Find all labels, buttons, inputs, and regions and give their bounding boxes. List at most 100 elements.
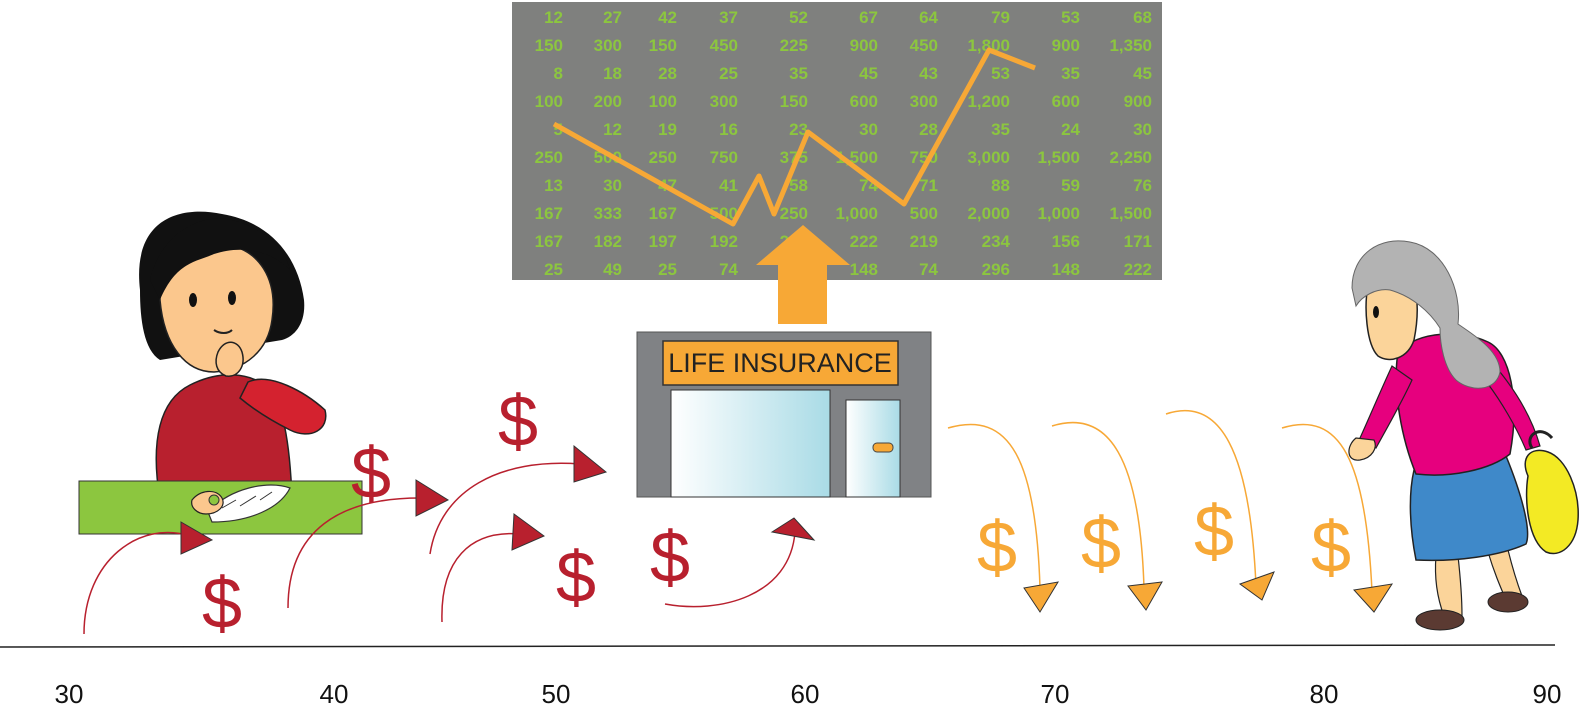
board-cell: 13 [544, 176, 563, 195]
payout-arrowheads [1023, 571, 1394, 613]
age-tick-40: 40 [320, 679, 349, 709]
board-cell: 171 [1124, 232, 1152, 251]
dollar-sign: $ [351, 434, 391, 514]
board-cell: 1,800 [967, 36, 1010, 55]
board-cell: 300 [710, 92, 738, 111]
arrowhead [1023, 581, 1059, 613]
window [670, 389, 831, 498]
board-cell: 1,350 [1109, 36, 1152, 55]
board-cell: 28 [919, 120, 938, 139]
board-cell: 1,200 [967, 92, 1010, 111]
board-cell: 1,000 [1037, 204, 1080, 223]
dollar-sign: $ [1081, 504, 1121, 584]
age-tick-50: 50 [542, 679, 571, 709]
dollar-sign: $ [1311, 508, 1351, 588]
board-cell: 45 [859, 64, 878, 83]
board-cell: 197 [649, 232, 677, 251]
board-cell: 52 [789, 8, 808, 27]
board-cell: 150 [780, 92, 808, 111]
senior-woman-icon [1348, 240, 1579, 631]
board-cell: 167 [535, 204, 563, 223]
dollar-sign: $ [1194, 492, 1234, 572]
premium-arc [83, 531, 191, 635]
board-cell: 225 [780, 36, 808, 55]
board-cell: 58 [789, 176, 808, 195]
board-cell: 35 [991, 120, 1010, 139]
board-background [512, 2, 1162, 280]
timeline-axis [0, 644, 1556, 648]
board-cell: 30 [859, 120, 878, 139]
board-cell: 182 [594, 232, 622, 251]
board-cell: 167 [535, 232, 563, 251]
board-cell: 192 [710, 232, 738, 251]
board-cell: 74 [719, 260, 738, 279]
board-cell: 67 [859, 8, 878, 27]
dollar-sign: $ [202, 564, 242, 644]
dollar-sign: $ [650, 518, 690, 598]
arrowhead [511, 513, 545, 551]
dollar-sign: $ [498, 382, 538, 462]
age-tick-80: 80 [1310, 679, 1339, 709]
payout-arc [1051, 421, 1145, 589]
board-cell: 450 [710, 36, 738, 55]
board-cell: 12 [544, 8, 563, 27]
board-cell: 300 [594, 36, 622, 55]
board-cell: 16 [719, 120, 738, 139]
board-cell: 200 [594, 92, 622, 111]
board-cell: 1,500 [1109, 204, 1152, 223]
board-cell: 900 [850, 36, 878, 55]
board-cell: 30 [603, 176, 622, 195]
board-cell: 71 [919, 176, 938, 195]
premium-arrowheads [180, 444, 816, 555]
board-cell: 18 [603, 64, 622, 83]
board-cell: 2,250 [1109, 148, 1152, 167]
board-cell: 1,500 [1037, 148, 1080, 167]
sign-label: LIFE INSURANCE [668, 348, 892, 378]
board-cell: 43 [919, 64, 938, 83]
dollar-sign: $ [977, 508, 1017, 588]
board-cell: 25 [719, 64, 738, 83]
board-cell: 1,000 [835, 204, 878, 223]
board-cell: 500 [910, 204, 938, 223]
trend-line [552, 47, 1036, 227]
board-cell: 88 [991, 176, 1010, 195]
board-cell: 19 [658, 120, 677, 139]
payout-dollars: $ $ $ $ [977, 492, 1351, 588]
board-cell: 30 [1133, 120, 1152, 139]
board-cell: 8 [554, 64, 563, 83]
board-cell: 25 [658, 260, 677, 279]
board-cell: 333 [594, 204, 622, 223]
payout-arc [1165, 409, 1257, 587]
board-cell: 148 [1052, 260, 1080, 279]
insurance-office-icon: LIFE INSURANCE [636, 331, 932, 498]
board-cell: 750 [710, 148, 738, 167]
board-cell: 300 [910, 92, 938, 111]
board-cell: 5 [554, 120, 563, 139]
arrowhead [573, 444, 608, 483]
board-cell: 250 [649, 148, 677, 167]
board-cell: 35 [1061, 64, 1080, 83]
up-arrow-icon [756, 225, 850, 324]
board-cell: 296 [982, 260, 1010, 279]
purse [1524, 449, 1579, 555]
premium-arc [441, 532, 521, 623]
board-cell: 25 [544, 260, 563, 279]
board-cell: 500 [710, 204, 738, 223]
arrowhead [770, 517, 816, 541]
premium-arc [429, 462, 581, 555]
board-cell: 53 [991, 64, 1010, 83]
board-cell: 41 [719, 176, 738, 195]
board-cell: 450 [910, 36, 938, 55]
board-cell: 74 [919, 260, 938, 279]
board-cell: 148 [850, 260, 878, 279]
board-cell: 600 [1052, 92, 1080, 111]
board-cell: 150 [535, 36, 563, 55]
timeline-ticks: 30 40 50 60 70 80 90 [55, 679, 1562, 709]
board-cell: 100 [535, 92, 563, 111]
premium-payments [83, 462, 796, 635]
payout-arc [947, 423, 1041, 589]
payout-arcs [947, 409, 1373, 593]
age-tick-70: 70 [1041, 679, 1070, 709]
